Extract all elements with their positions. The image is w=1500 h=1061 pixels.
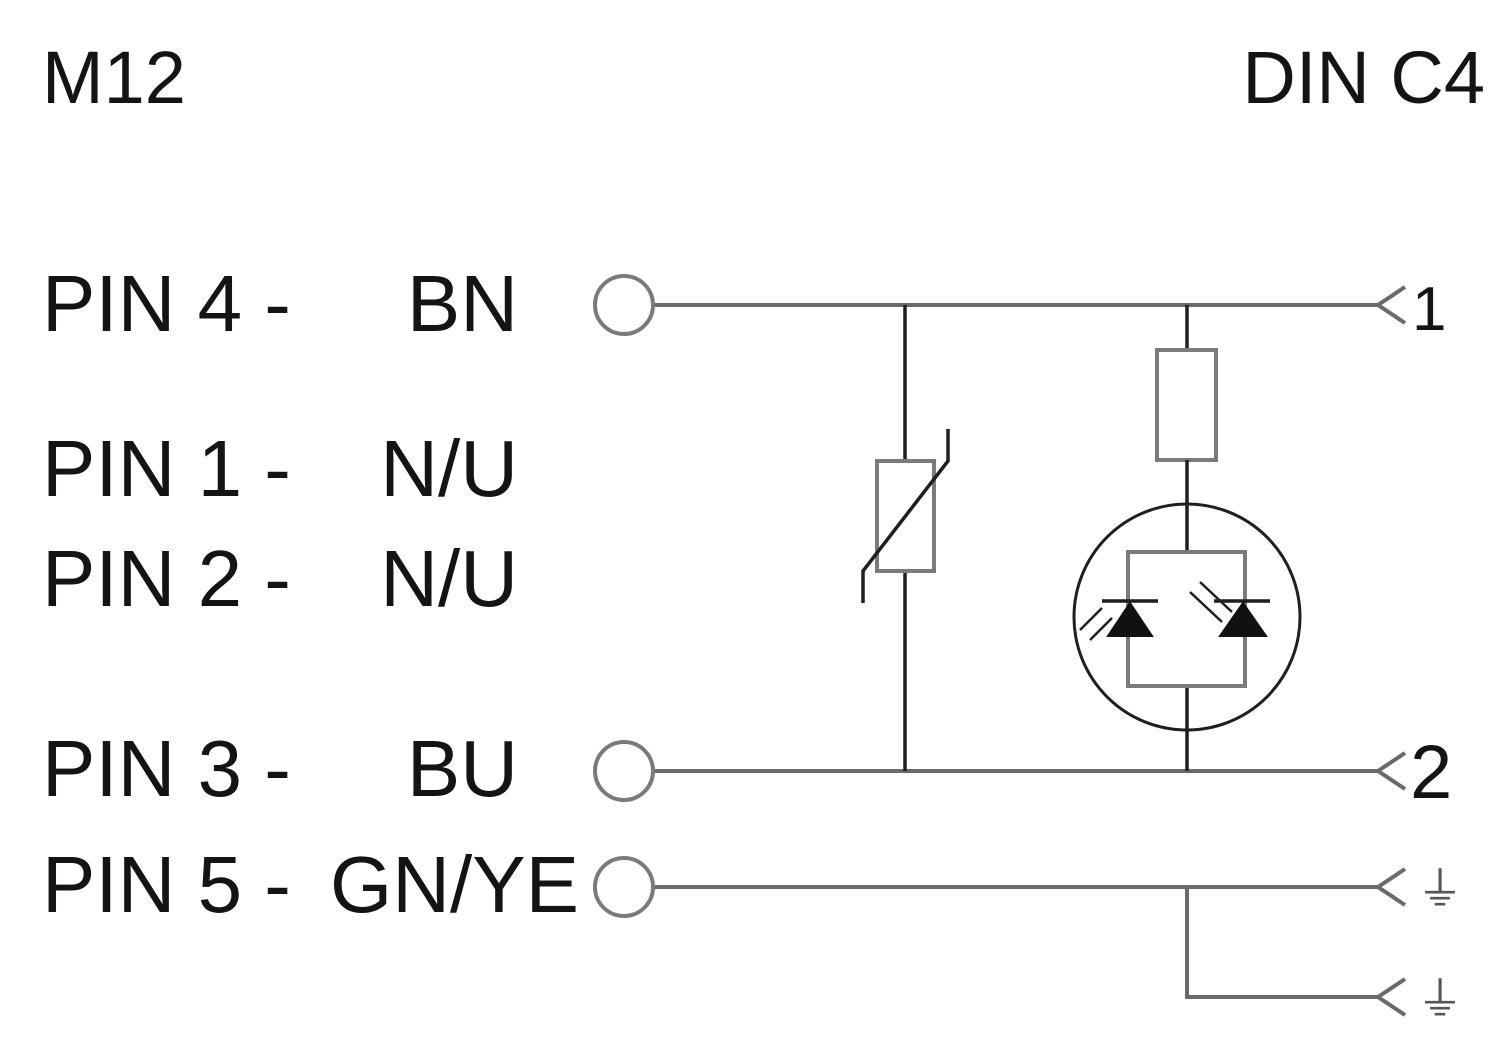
led-bridge-frame xyxy=(1126,550,1247,688)
led-right-ray-2 xyxy=(1199,581,1233,613)
din-terminal-pe2-arrow xyxy=(1374,977,1407,1017)
led-left-triangle xyxy=(1106,601,1154,637)
pin-4-color: BN xyxy=(407,259,518,348)
din-terminal-1-label: 1 xyxy=(1412,275,1446,344)
pin-5-color: GN/YE xyxy=(330,840,579,929)
pin-3-label: PIN 3 - xyxy=(42,724,291,813)
earth-icon-2: ⏚ xyxy=(1417,973,1463,1025)
led-right-ray-1 xyxy=(1189,591,1223,623)
led-left-ray-1 xyxy=(1089,617,1113,641)
terminal-circle-pin4 xyxy=(593,274,655,336)
wire-pe-branch xyxy=(1185,887,1380,999)
din-c4-header: DIN C4 xyxy=(1242,36,1485,119)
resistor-body xyxy=(1155,348,1218,462)
varistor-diagonal xyxy=(861,429,950,603)
earth-icon-1: ⏚ xyxy=(1417,863,1463,915)
pin-2-label: PIN 2 - xyxy=(42,534,291,623)
pin-1-label: PIN 1 - xyxy=(42,424,291,513)
din-terminal-2-arrow xyxy=(1374,751,1407,791)
din-terminal-pe1-arrow xyxy=(1374,867,1407,907)
terminal-circle-pin5 xyxy=(593,856,655,918)
led-left-ray-2 xyxy=(1079,607,1103,631)
pin-5-label: PIN 5 - xyxy=(42,840,291,929)
pin-4-label: PIN 4 - xyxy=(42,259,291,348)
din-terminal-2-label: 2 xyxy=(1410,730,1452,815)
din-terminal-1-arrow xyxy=(1374,285,1407,325)
led-right-triangle xyxy=(1218,601,1268,637)
terminal-circle-pin3 xyxy=(593,740,655,802)
m12-header: M12 xyxy=(42,36,186,119)
led-housing-circle xyxy=(1072,502,1302,732)
pin-3-color: BU xyxy=(407,724,518,813)
pin-1-color: N/U xyxy=(380,424,518,513)
pin-2-color: N/U xyxy=(380,534,518,623)
